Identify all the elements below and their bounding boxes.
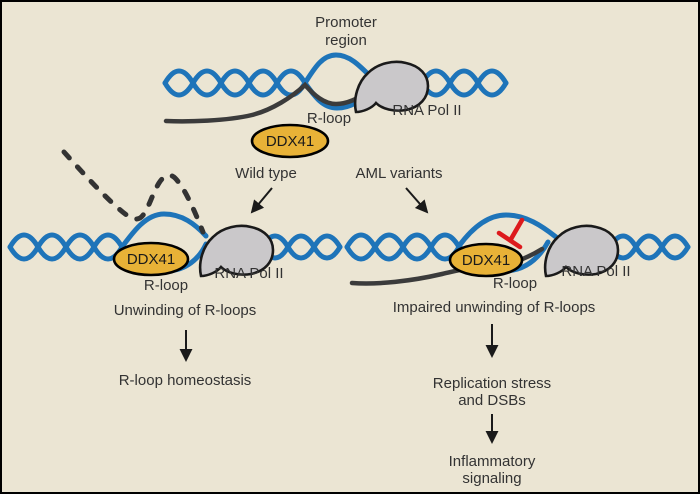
aml-variants-label: AML variants — [356, 165, 443, 182]
outcome-label: Replication stress — [433, 375, 551, 392]
dna-helix — [7, 232, 125, 262]
top-panel: DDX41 Promoter region R-loop RNA Pol II — [162, 14, 509, 159]
dna-helix — [162, 68, 308, 98]
outcome-label: Inflammatory — [449, 453, 536, 470]
branch-labels: Wild type AML variants — [235, 165, 443, 214]
wild-type-label: Wild type — [235, 165, 297, 182]
wild-type-arrow-icon — [250, 187, 273, 214]
ddx41-label: DDX41 — [266, 133, 314, 150]
inhibition-icon — [496, 217, 525, 250]
dna-helix — [344, 232, 462, 262]
dna-bubble-top-strand — [302, 52, 377, 86]
dna-bubble-top-strand — [456, 212, 559, 249]
rna-pol-ii-label: RNA Pol II — [392, 102, 461, 119]
wild-type-panel: DDX41 R-loop RNA Pol II Unwinding of R-l… — [7, 149, 343, 389]
r-loop-label: R-loop — [493, 275, 537, 292]
process-label: Impaired unwinding of R-loops — [393, 299, 596, 316]
r-loop-label: R-loop — [144, 277, 188, 294]
dna-helix — [259, 233, 343, 261]
promoter-region-label: Promoter — [315, 14, 377, 31]
outcome-label: and DSBs — [458, 392, 526, 409]
ddx41-protein — [112, 241, 190, 277]
ddx41-label: DDX41 — [127, 251, 175, 268]
ddx41-label: DDX41 — [462, 252, 510, 269]
aml-panel: DDX41 R-loop RNA Pol II Impaired unwindi… — [344, 212, 691, 487]
dna-helix — [607, 233, 691, 261]
ddx41-protein — [448, 242, 524, 278]
released-rna-strand — [61, 149, 206, 235]
process-label: Unwinding of R-loops — [114, 302, 257, 319]
r-loop-label: R-loop — [307, 110, 351, 127]
dna-helix — [419, 68, 509, 98]
rna-strand — [163, 81, 375, 124]
promoter-region-label: region — [325, 32, 367, 49]
aml-variants-arrow-icon — [405, 187, 429, 214]
ddx41-protein — [250, 123, 330, 159]
dna-bubble-top-strand — [119, 211, 209, 250]
outcome-label: R-loop homeostasis — [119, 372, 252, 389]
dna-helix — [259, 233, 343, 261]
rna-pol-ii-label: RNA Pol II — [561, 263, 630, 280]
outcome-label: signaling — [462, 470, 521, 487]
dna-helix — [419, 68, 509, 98]
rna-pol-ii-label: RNA Pol II — [214, 265, 283, 282]
dna-helix — [607, 233, 691, 261]
dna-helix — [162, 68, 308, 98]
